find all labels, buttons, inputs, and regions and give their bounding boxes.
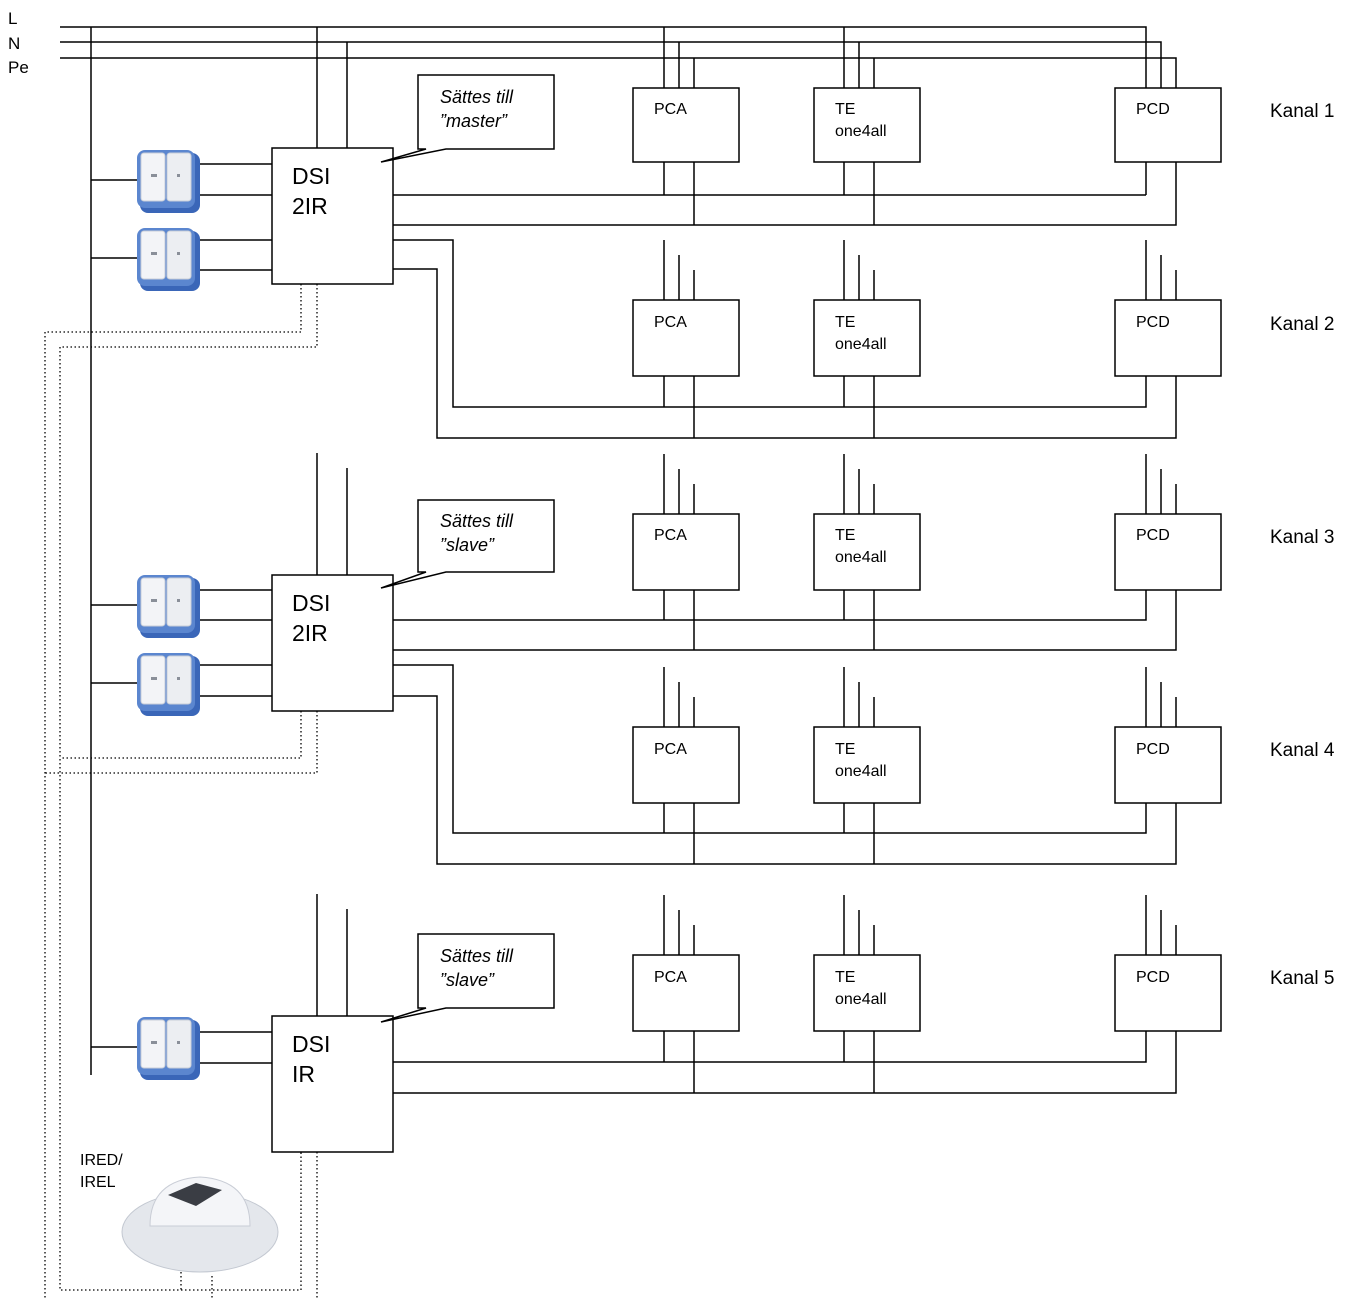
device-box — [813, 299, 921, 377]
switch-mark — [177, 1041, 180, 1044]
channel-4-wire — [393, 695, 1177, 865]
wires — [60, 26, 1177, 1094]
dali-bus — [60, 711, 302, 759]
bus-label-l: L — [8, 9, 18, 28]
device-box — [632, 513, 740, 591]
pca-label: PCA — [654, 969, 687, 986]
note-slave-2: Sättes till”slave” — [440, 946, 514, 990]
channel-2-wire — [393, 239, 1147, 408]
device-box — [1114, 299, 1222, 377]
channel-2-label: Kanal 2 — [1270, 314, 1335, 335]
push-button-switch-icon — [137, 228, 200, 291]
channel-3-wire — [393, 590, 1177, 651]
pcd-label: PCD — [1136, 101, 1170, 118]
device-box — [632, 954, 740, 1032]
sensor-window — [168, 1183, 222, 1206]
switch-mark — [177, 599, 180, 602]
callout-box — [380, 74, 555, 163]
pcd-label: PCD — [1136, 527, 1170, 544]
push-button-switch-icon — [137, 1017, 200, 1080]
push-button-switch-icon — [137, 150, 200, 213]
channel-5-wire — [393, 1031, 1177, 1094]
bus-line-pe — [60, 57, 1177, 88]
switch-mark — [151, 599, 157, 602]
channel-5-wire — [393, 1031, 1147, 1063]
channel-3-label: Kanal 3 — [1270, 527, 1335, 548]
note-slave-1: Sättes till”slave” — [440, 511, 514, 555]
note-master: Sättes till”master” — [440, 87, 514, 131]
channel-4-wire — [393, 664, 1147, 834]
callout-box — [380, 933, 555, 1023]
device-box — [632, 87, 740, 163]
device-box — [813, 726, 921, 804]
channel-3-wire — [393, 590, 1147, 621]
push-button-switch-icon — [137, 653, 200, 716]
pcd-label: PCD — [1136, 969, 1170, 986]
device-box — [1114, 954, 1222, 1032]
device-box — [1114, 87, 1222, 163]
dali-bus — [44, 284, 302, 1300]
switch-mark — [151, 1041, 157, 1044]
icons — [121, 150, 279, 1273]
switch-mark — [177, 174, 180, 177]
device-box — [813, 954, 921, 1032]
dsi-box — [271, 1015, 394, 1153]
bus-line-n — [60, 41, 1162, 88]
dali-bus — [45, 711, 318, 774]
switch-mark — [151, 252, 157, 255]
pca-label: PCA — [654, 527, 687, 544]
switch-mark — [177, 677, 180, 680]
channel-4-label: Kanal 4 — [1270, 740, 1335, 761]
switch-mark — [177, 252, 180, 255]
dsi-box — [271, 574, 394, 712]
callout-box — [380, 499, 555, 589]
pca-label: PCA — [654, 741, 687, 758]
channel-2-wire — [393, 268, 1177, 439]
device-box — [1114, 513, 1222, 591]
device-box — [813, 513, 921, 591]
bus-label-pe: Pe — [8, 58, 29, 77]
pca-label: PCA — [654, 314, 687, 331]
device-box — [632, 299, 740, 377]
push-button-switch-icon — [137, 575, 200, 638]
pcd-label: PCD — [1136, 741, 1170, 758]
bus-label-n: N — [8, 34, 21, 53]
device-box — [1114, 726, 1222, 804]
sensor-label: IRED/IREL — [80, 1152, 123, 1191]
boxes — [271, 74, 1222, 1153]
bus-line-l — [60, 26, 1147, 88]
channel-5-label: Kanal 5 — [1270, 968, 1335, 989]
switch-mark — [151, 677, 157, 680]
switch-mark — [151, 174, 157, 177]
channel-1-label: Kanal 1 — [1270, 101, 1335, 122]
device-box — [632, 726, 740, 804]
dsi-box — [271, 147, 394, 285]
pcd-label: PCD — [1136, 314, 1170, 331]
ir-sensor-icon — [121, 1176, 279, 1273]
pca-label: PCA — [654, 101, 687, 118]
channel-1-wire — [393, 162, 1177, 226]
device-box — [813, 87, 921, 163]
dali-bus — [59, 284, 318, 1291]
